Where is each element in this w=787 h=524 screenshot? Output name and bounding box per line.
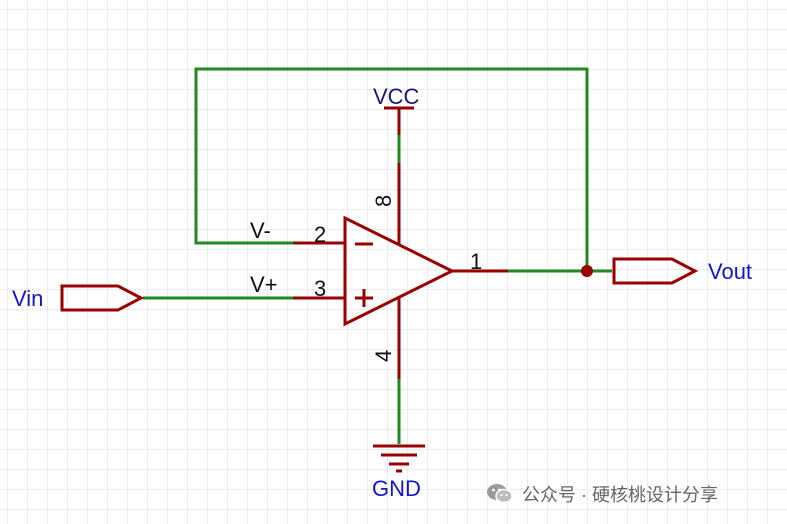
pin-3-number: 3 — [314, 276, 326, 301]
pin-1-number: 1 — [470, 249, 482, 274]
pin-2-number: 2 — [314, 222, 326, 247]
vout-port — [612, 257, 699, 285]
vin-port — [60, 284, 145, 312]
junction-dot — [581, 265, 593, 277]
wechat-icon — [486, 482, 514, 506]
watermark-text: 公众号 · 硬核桃设计分享 — [522, 485, 718, 505]
opamp-body — [343, 215, 456, 327]
v-minus-label: V- — [250, 218, 271, 243]
vcc-label: VCC — [373, 84, 420, 109]
gnd-label: GND — [372, 476, 421, 501]
vin-label: Vin — [12, 286, 43, 311]
pin-4-number: 4 — [371, 350, 396, 362]
pin-8-number: 8 — [371, 195, 396, 207]
vout-label: Vout — [708, 259, 752, 284]
v-plus-label: V+ — [250, 272, 278, 297]
watermark: 公众号 · 硬核桃设计分享 — [486, 480, 718, 508]
feedback-wire — [194, 67, 589, 271]
